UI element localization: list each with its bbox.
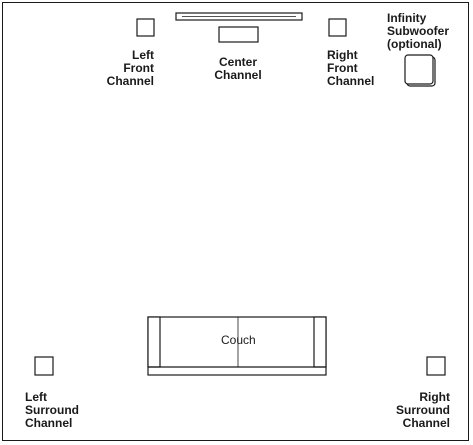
right-front-speaker [328,18,347,37]
subwoofer-label: Infinity Subwoofer (optional) [387,11,449,51]
tv-screen [175,12,303,21]
couch-label: Couch [221,333,256,347]
right-surround-label: Right Surround Channel [396,390,450,430]
left-front-label: Left Front Channel [106,48,154,88]
couch-shape [147,316,327,376]
left-front-speaker [136,18,155,37]
right-surround-speaker [426,356,446,376]
center-label: Center Channel [214,55,262,82]
left-surround-label: Left Surround Channel [25,390,79,430]
subwoofer-box [404,54,436,87]
left-surround-speaker [34,356,54,376]
right-front-label: Right Front Channel [327,48,375,88]
center-speaker [218,26,259,43]
room-outline [2,2,469,441]
